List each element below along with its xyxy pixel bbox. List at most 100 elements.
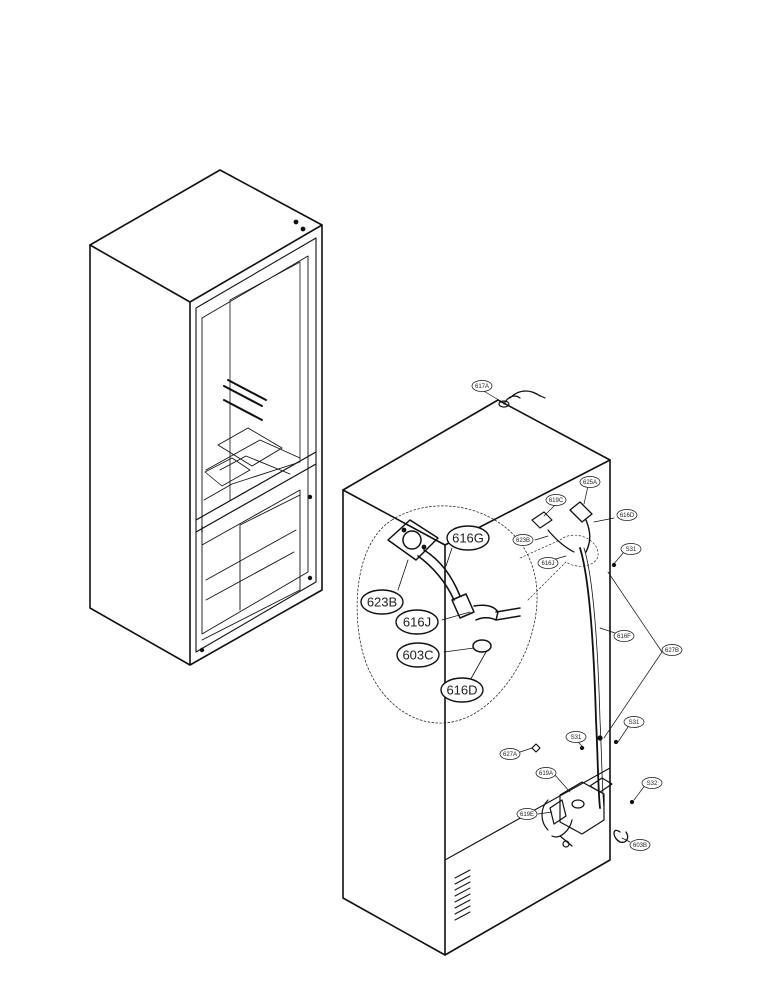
- detail-plate-623B: [387, 519, 439, 561]
- callout-bubble: [629, 839, 651, 851]
- callout-text: S31: [571, 735, 582, 741]
- callout-bubble: [499, 748, 521, 760]
- tube-616D: [585, 519, 591, 553]
- bracket-625A: [569, 501, 593, 523]
- detail-bubble-outline: [356, 505, 538, 724]
- callout-text: 616G: [452, 531, 484, 546]
- detail-tube-616D: [495, 607, 521, 621]
- callout-bubble: [641, 777, 663, 789]
- callout-s31: S31: [620, 543, 642, 555]
- callout-616f: 616F: [613, 630, 635, 642]
- detail-magnifier: [356, 505, 567, 724]
- detail-leader-lines: [519, 539, 567, 601]
- callout-text: 616J: [403, 615, 431, 630]
- top-inlet-fitting: [503, 390, 546, 405]
- cabinet-rim: [195, 237, 317, 653]
- callout-text: 623B: [516, 538, 530, 544]
- detail-fitting-616J: [451, 593, 499, 621]
- callout-bubble: [579, 476, 601, 488]
- callout-616g: 616G: [446, 525, 490, 551]
- callout-bubble: [396, 642, 440, 668]
- crisper-grid: [204, 457, 251, 487]
- callout-616j: 616J: [395, 609, 439, 635]
- shelf-rail: [223, 379, 267, 421]
- callout-text: 627A: [503, 752, 517, 758]
- callout-bubble: [613, 630, 635, 642]
- cabinet-front-left-edge: [89, 244, 191, 666]
- callout-623b: 623B: [360, 589, 404, 615]
- cabinet-front-view: [89, 169, 323, 666]
- callout-bubble: [623, 716, 645, 728]
- callout-619e: 619E: [516, 808, 538, 820]
- cabinet-rear-view: [342, 390, 635, 956]
- callout-text: 619C: [549, 498, 564, 504]
- callout-bubble: [395, 609, 439, 635]
- callout-bubble: [512, 534, 534, 546]
- callout-603b: 603B: [629, 839, 651, 851]
- callout-bubble: [565, 731, 587, 743]
- callout-text: S31: [626, 547, 637, 553]
- callout-s31: S31: [623, 716, 645, 728]
- callout-bubble: [537, 557, 559, 569]
- callout-text: 619A: [539, 771, 553, 777]
- callout-text: 619E: [520, 812, 534, 818]
- detail-ring-603C: [472, 639, 492, 653]
- ring-603B: [613, 829, 629, 844]
- vent-grille: [454, 869, 471, 921]
- callout-text: S31: [629, 720, 640, 726]
- crisper-cover: [217, 427, 283, 467]
- callout-bubble: [620, 543, 642, 555]
- fresh-food-floor: [203, 439, 301, 501]
- callout-text: 616D: [620, 513, 635, 519]
- callout-617a: 617A: [471, 380, 493, 392]
- callout-leaders: [481, 389, 663, 843]
- water-valve-assembly: [541, 777, 613, 848]
- callout-text: S32: [647, 781, 658, 787]
- callout-603c: 603C: [396, 642, 440, 668]
- callout-text: 625A: [583, 480, 597, 486]
- dashed-detail-zone: [559, 534, 599, 567]
- callout-616j: 616J: [537, 557, 559, 569]
- clamp-619C: [531, 511, 575, 553]
- water-tube-inner: [583, 547, 605, 809]
- callout-627a: 627A: [499, 748, 521, 760]
- callout-bubble: [360, 589, 404, 615]
- callout-627b: 627B: [661, 644, 683, 656]
- callout-bubble: [471, 380, 493, 392]
- clip-627A: [531, 743, 541, 753]
- cabinet-outline: [89, 169, 323, 666]
- callout-bubble: [616, 509, 638, 521]
- callout-625a: 625A: [579, 476, 601, 488]
- callout-s32: S32: [641, 777, 663, 789]
- callout-text: 616F: [617, 634, 631, 640]
- callout-text: 623B: [367, 595, 397, 610]
- callout-bubble: [516, 808, 538, 820]
- callout-bubble: [661, 644, 683, 656]
- callout-text: 616D: [446, 683, 477, 698]
- water-tube: [579, 547, 601, 809]
- callout-text: 616J: [541, 561, 554, 567]
- callout-bubble: [535, 767, 557, 779]
- callout-labels: 617A625A619C616D623B616JS31616F627BS31S3…: [360, 380, 683, 851]
- callout-text: 603C: [402, 648, 433, 663]
- callout-616d: 616D: [616, 509, 638, 521]
- callout-619a: 619A: [535, 767, 557, 779]
- callout-616d: 616D: [440, 677, 484, 703]
- callout-text: 627B: [665, 648, 679, 654]
- callout-text: 603B: [633, 843, 647, 849]
- freezer-liner: [201, 489, 301, 641]
- rear-cabinet-outline: [342, 399, 611, 956]
- callout-text: 617A: [475, 384, 489, 390]
- freezer-drawer-edge: [205, 529, 297, 601]
- callout-s31: S31: [565, 731, 587, 743]
- callout-bubble: [446, 525, 490, 551]
- cabinet-front-top-edge: [189, 224, 323, 303]
- detail-tube-616G-inner: [417, 555, 455, 601]
- callout-619c: 619C: [545, 494, 567, 506]
- detail-callout-leaders: [397, 547, 487, 685]
- callout-bubble: [545, 494, 567, 506]
- detail-tube-616G: [423, 549, 461, 597]
- callout-623b: 623B: [512, 534, 534, 546]
